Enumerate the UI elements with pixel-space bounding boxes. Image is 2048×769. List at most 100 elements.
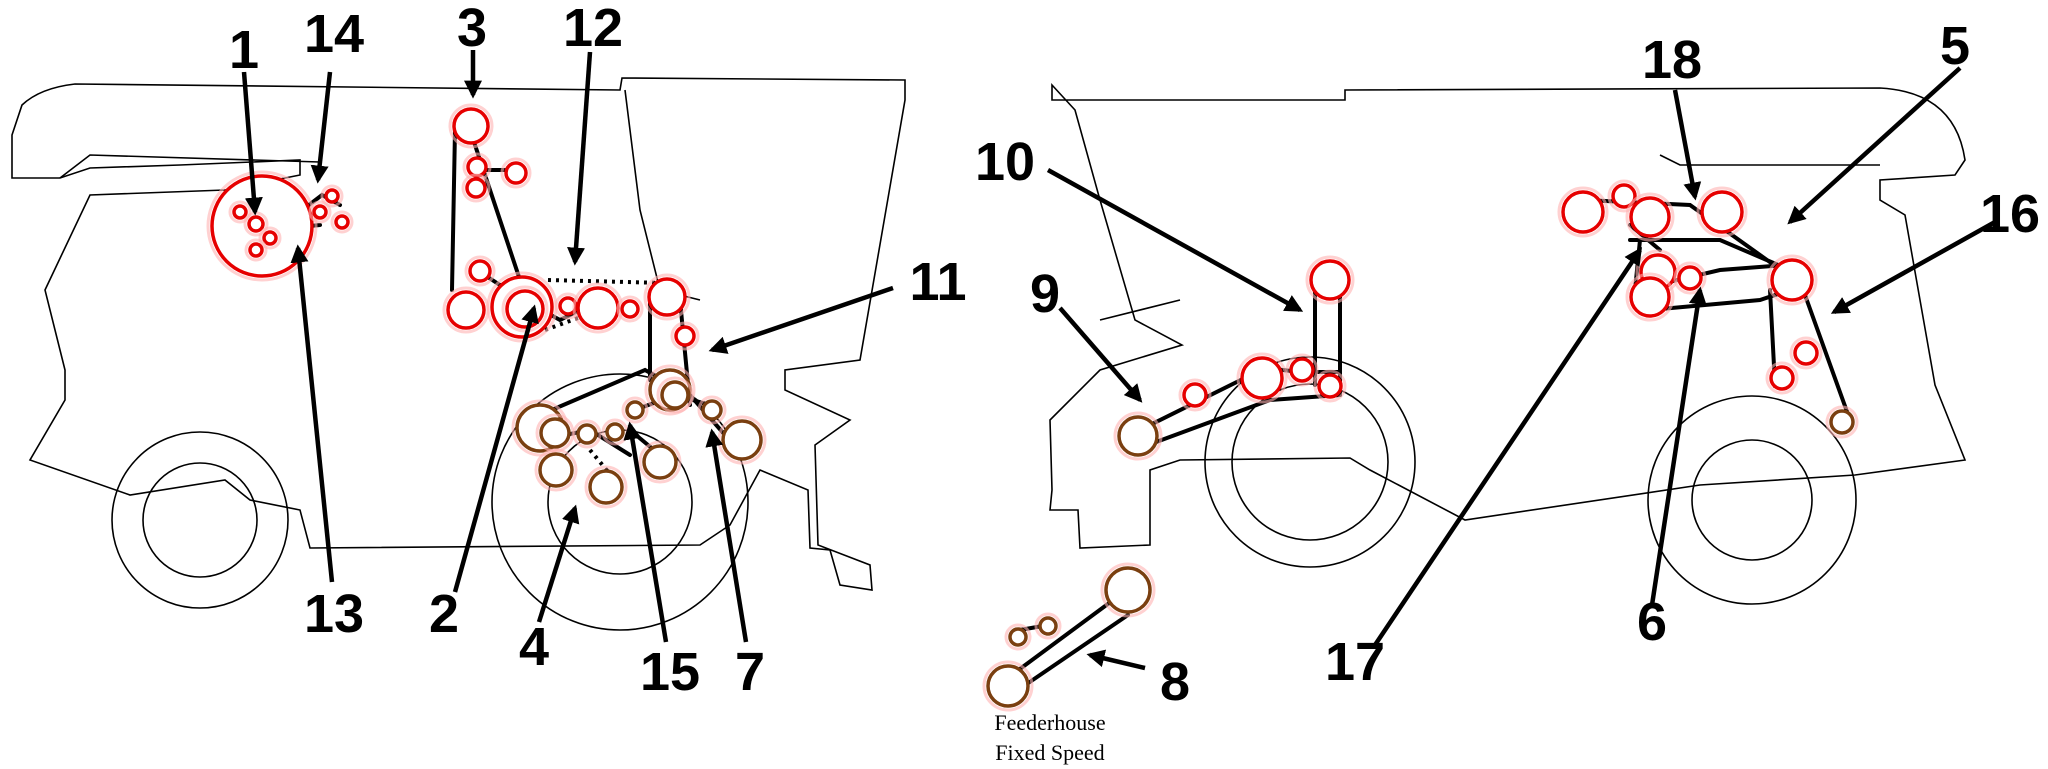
pulley-brown <box>660 380 690 410</box>
pulley-glow <box>584 465 628 509</box>
pulley-red <box>247 215 265 233</box>
pulley-brown <box>721 419 763 461</box>
callout-arrows <box>241 50 1997 671</box>
pulley-red <box>1770 258 1814 302</box>
pulley-glow <box>501 285 549 333</box>
pulley-brown <box>588 469 624 505</box>
pulleys <box>206 103 1859 712</box>
pulley-red <box>504 161 528 185</box>
pulley-red <box>1182 382 1208 408</box>
pulley-brown <box>1117 415 1159 457</box>
pulley-glow <box>1625 272 1675 322</box>
pulley-glow <box>534 448 578 492</box>
pulley-brown <box>538 452 574 488</box>
pulley-red <box>466 156 488 178</box>
pulley-glow <box>1825 405 1859 439</box>
pulley-glow <box>656 376 694 414</box>
callout-11: 11 <box>909 252 966 312</box>
pulley-glow <box>1557 186 1609 238</box>
pulley-red <box>1700 190 1744 234</box>
pulley-glow <box>320 184 344 208</box>
callout-13: 13 <box>304 584 364 644</box>
pulley-red <box>1309 259 1351 301</box>
pulley-glow <box>616 295 644 323</box>
callout-3: 3 <box>457 0 487 58</box>
callout-12: 12 <box>563 0 623 58</box>
callout-18: 18 <box>1642 30 1702 90</box>
pulley-brown <box>605 422 625 442</box>
pulley-red <box>576 286 620 330</box>
pulley-brown <box>986 664 1030 708</box>
pulley-glow <box>330 210 354 234</box>
pulley-red <box>647 277 687 317</box>
pulley-glow <box>1766 254 1818 306</box>
pulley-red <box>1289 357 1315 383</box>
pulley-brown <box>1104 566 1152 614</box>
callout-8: 8 <box>1160 652 1190 712</box>
pulley-glow <box>1625 192 1675 242</box>
callout-10: 10 <box>975 132 1035 192</box>
pulley-brown <box>625 400 645 420</box>
pulley-glow <box>1696 186 1748 238</box>
pulley-glow <box>244 238 268 262</box>
callout-1: 1 <box>229 20 259 80</box>
pulley-glow <box>644 364 696 416</box>
pulley-glow <box>1178 378 1212 412</box>
callout-16: 16 <box>1980 184 2040 244</box>
pulley-glow <box>1004 623 1032 651</box>
pulley-glow <box>1236 352 1288 404</box>
pulley-glow <box>1113 411 1163 461</box>
pulley-glow <box>1034 612 1062 640</box>
callout-14: 14 <box>304 4 364 64</box>
callout-9: 9 <box>1030 264 1060 324</box>
pulley-glow <box>464 255 496 287</box>
pulley-red <box>468 259 492 283</box>
pulley-red <box>262 230 278 246</box>
pulley-brown <box>701 399 723 421</box>
pulley-glow <box>308 200 332 224</box>
callout-17: 17 <box>1325 632 1385 692</box>
pulley-red <box>1629 276 1671 318</box>
pulley-red <box>232 204 248 220</box>
callout-4: 4 <box>519 617 549 677</box>
pulley-glow <box>258 226 282 250</box>
pulley-glow <box>670 321 700 351</box>
caption-line-2: Fixed Speed <box>995 740 1104 765</box>
pulley-glow <box>500 157 532 189</box>
pulley-red <box>1677 265 1703 291</box>
callout-6: 6 <box>1637 592 1667 652</box>
pulley-glow <box>1305 255 1355 305</box>
pulley-glow <box>1765 361 1799 395</box>
pulley-red <box>1561 190 1605 234</box>
pulley-red <box>620 299 640 319</box>
pulley-red <box>334 214 350 230</box>
pulley-brown <box>539 417 571 449</box>
callout-5: 5 <box>1940 16 1970 76</box>
pulley-glow <box>572 419 602 449</box>
pulley-brown <box>1008 627 1028 647</box>
callout-7: 7 <box>735 642 765 702</box>
pulley-brown <box>1038 616 1058 636</box>
pulley-glow <box>448 103 494 149</box>
pulley-brown <box>642 444 678 480</box>
callout-labels: 1 14 3 12 11 13 2 4 15 7 8 9 10 18 5 16 … <box>229 0 2040 712</box>
pulley-red <box>1317 373 1343 399</box>
pulley-red <box>324 188 340 204</box>
pulley-red <box>1793 340 1819 366</box>
pulley-glow <box>206 170 318 282</box>
pulley-red <box>1240 356 1284 400</box>
pulley-glow <box>638 440 682 484</box>
pulley-glow <box>697 395 727 425</box>
pulley-glow <box>461 173 491 203</box>
pulley-glow <box>1313 369 1347 403</box>
pulley-red <box>248 242 264 258</box>
pulley-glow <box>1100 562 1156 618</box>
right-combine-outline <box>1049 82 1967 605</box>
belts <box>248 128 1852 692</box>
pulley-red <box>1629 196 1671 238</box>
pulley-red <box>1769 365 1795 391</box>
callout-2: 2 <box>429 584 459 644</box>
pulley-red <box>505 289 545 329</box>
pulley-glow <box>982 660 1034 712</box>
